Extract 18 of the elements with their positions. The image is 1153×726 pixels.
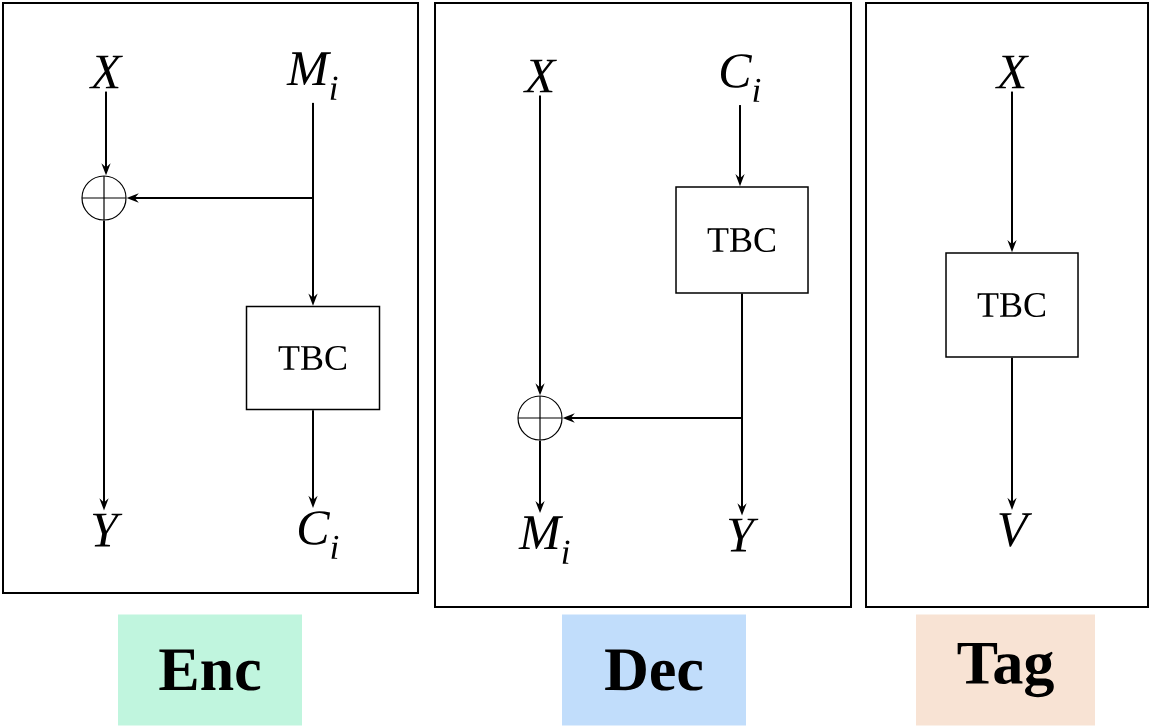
variable-label: X <box>523 59 557 93</box>
cipher-box: TBC <box>675 186 809 294</box>
variable-label: M$_{i}$ <box>518 516 570 564</box>
variable-label: C$_{i}$ <box>721 54 761 102</box>
variable-label: X <box>89 55 123 89</box>
cipher-box: TBC <box>945 252 1079 358</box>
cipher-box: TBC <box>245 305 381 411</box>
variable-label: M$_{i}$ <box>286 52 338 100</box>
variable-label: Y <box>92 513 123 547</box>
panel-heading: Tag <box>916 614 1095 726</box>
panel-heading: Enc <box>118 614 302 726</box>
variable-label: Y <box>728 518 759 552</box>
variable-label: X <box>995 55 1029 89</box>
variable-label: V <box>999 513 1033 547</box>
panel-heading: Dec <box>562 614 746 726</box>
xor-symbol <box>81 175 127 221</box>
variable-label: C$_{i}$ <box>299 511 339 559</box>
xor-symbol <box>517 395 563 441</box>
